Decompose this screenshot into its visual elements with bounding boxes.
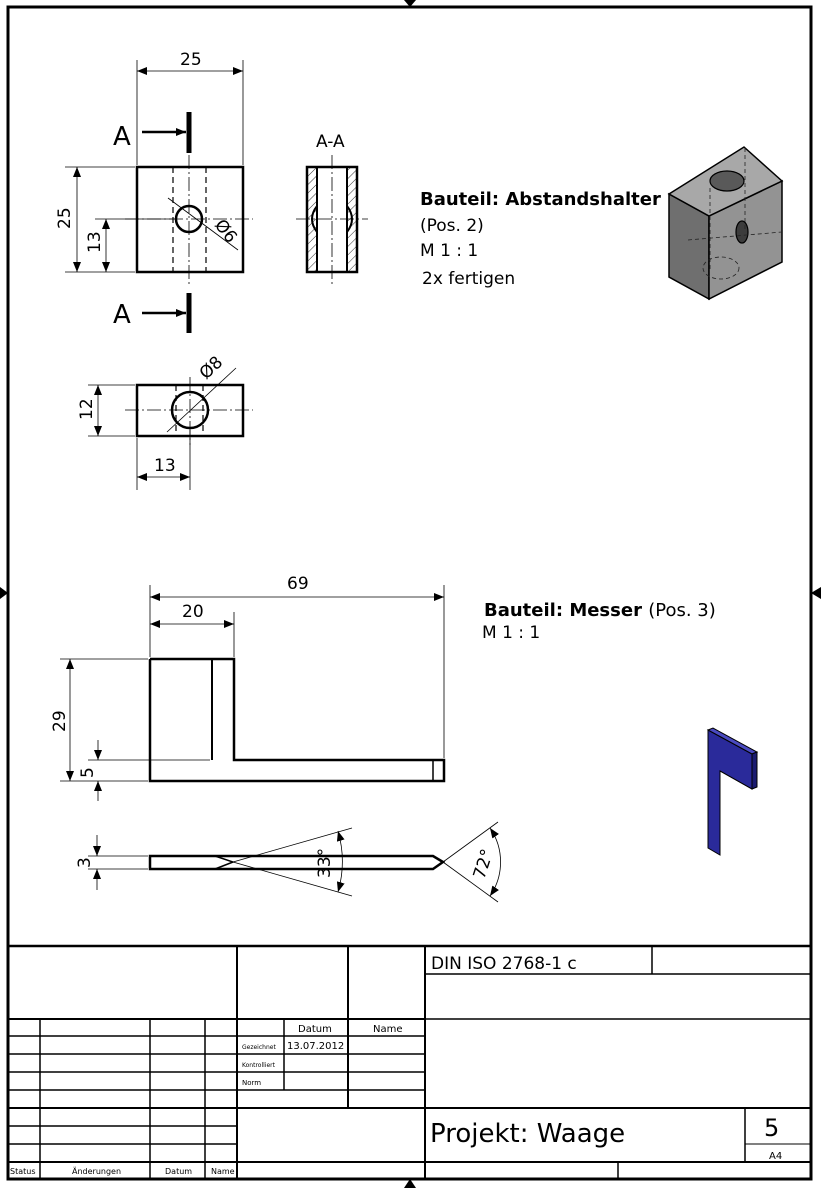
dim-width-25: 25 [180, 50, 202, 70]
row-kontrolliert: Kontrolliert [242, 1062, 276, 1069]
svg-text:M 1 : 1: M 1 : 1 [420, 241, 478, 261]
header-datum: Datum [298, 1024, 332, 1035]
dim-angle-33: 33° [315, 848, 335, 878]
dim-height-25: 25 [55, 207, 75, 229]
dim-thickness-5: 5 [78, 767, 98, 778]
dim-hole-pos-13: 13 [154, 456, 176, 476]
dim-hole-dia-8: Ø8 [196, 353, 227, 384]
section-title: A-A [316, 132, 345, 152]
tolerance-standard: DIN ISO 2768-1 c [431, 954, 577, 974]
dim-thickness-3: 3 [75, 857, 95, 868]
abstandshalter-section-view: A-A [296, 132, 368, 285]
dim-height-12: 12 [77, 398, 97, 420]
title-block [8, 944, 811, 1179]
dim-height-29: 29 [50, 710, 70, 732]
section-marker-top: A [113, 122, 131, 152]
dim-hole-dia-6: Ø6 [210, 216, 241, 247]
row-gezeichnet: Gezeichnet [242, 1044, 276, 1051]
messer-bottom-view: 33° 72° 3 [75, 821, 501, 903]
rev-changes: Änderungen [72, 1166, 121, 1176]
abstandshalter-front-view: A A 25 25 13 Ø6 [55, 50, 253, 333]
svg-text:Bauteil: Messer (Pos. 3): Bauteil: Messer (Pos. 3) [484, 600, 716, 621]
center-mark-bottom [404, 1179, 416, 1188]
center-mark-top [404, 0, 416, 7]
messer-iso-view [706, 727, 759, 856]
sheet-format: A4 [769, 1151, 782, 1162]
dim-tip-angle-72: 72° [470, 847, 498, 882]
abstandshalter-top-view: Ø8 12 13 [77, 353, 253, 490]
rev-status: Status [10, 1167, 36, 1176]
svg-text:Bauteil: Abstandshalter: Bauteil: Abstandshalter [420, 189, 661, 210]
section-marker-bottom: A [113, 300, 131, 330]
svg-text:2x fertigen: 2x fertigen [422, 269, 515, 289]
dim-hole-height-13: 13 [85, 231, 105, 253]
abstandshalter-note: Bauteil: Abstandshalter (Pos. 2) M 1 : 1… [420, 189, 661, 289]
dim-leg-width-20: 20 [182, 602, 204, 622]
rev-date: Datum [165, 1167, 192, 1176]
svg-text:(Pos. 2): (Pos. 2) [420, 216, 484, 236]
row-norm: Norm [242, 1079, 261, 1087]
svg-text:M 1 : 1: M 1 : 1 [482, 623, 540, 643]
messer-note: Bauteil: Messer (Pos. 3) M 1 : 1 [482, 600, 716, 643]
messer-front-view: 69 20 29 5 [50, 574, 446, 801]
dim-length-69: 69 [287, 574, 309, 594]
drawn-date: 13.07.2012 [287, 1041, 344, 1052]
center-mark-right [811, 587, 821, 599]
sheet-number: 5 [764, 1114, 779, 1142]
rev-name: Name [211, 1167, 235, 1176]
abstandshalter-iso-view [667, 146, 784, 301]
center-mark-left [0, 587, 8, 599]
project-title: Projekt: Waage [430, 1119, 625, 1149]
header-name: Name [373, 1024, 403, 1035]
